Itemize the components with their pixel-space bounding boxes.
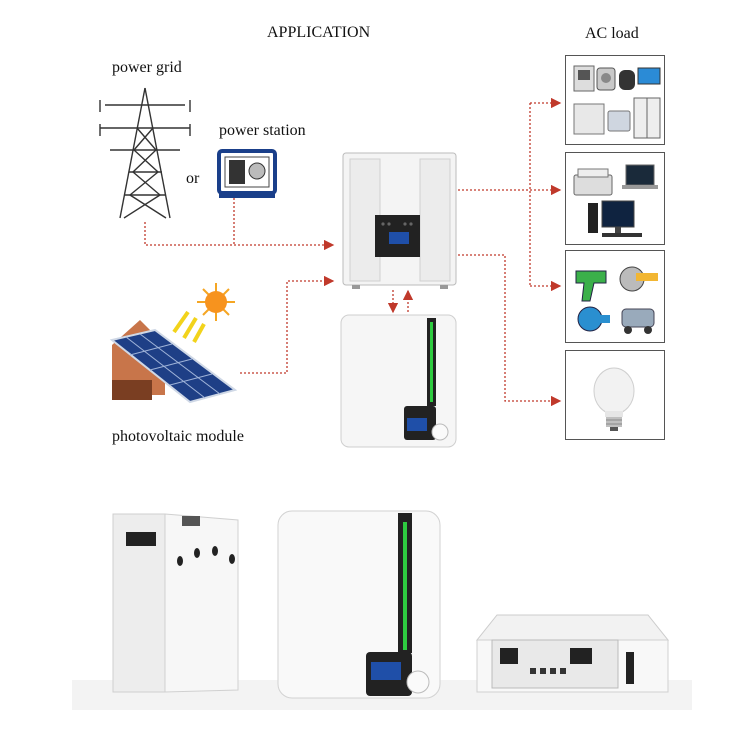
grid-to-inverter-line [144,222,335,251]
power-station-label: power station [219,122,306,139]
household-appliances-icon [573,65,661,139]
battery-lcd [407,418,427,431]
ac-load-lighting-box [565,350,665,440]
pv-module-label: photovoltaic module [112,428,244,445]
battery-top-right [475,614,670,693]
or-label: or [186,170,200,187]
ac-load-title: AC load [585,25,639,42]
solar-panel-icon [109,328,238,404]
light-bulb-icon [593,367,635,431]
to-lighting-line [458,254,562,407]
center-battery-lcd [371,662,401,680]
ac-load-tools-box [565,250,665,343]
wall-battery-center [277,510,441,699]
ac-load-appliances-box [565,55,665,145]
office-equipment-icon [573,164,658,237]
power-grid-label: power grid [112,59,182,76]
sun-icon [197,283,235,321]
power-tools-icon [575,266,658,334]
pv-to-inverter-line [240,275,335,374]
rack-battery-left [112,513,239,693]
application-title: APPLICATION [267,24,371,41]
ac-load-office-box [565,152,665,245]
